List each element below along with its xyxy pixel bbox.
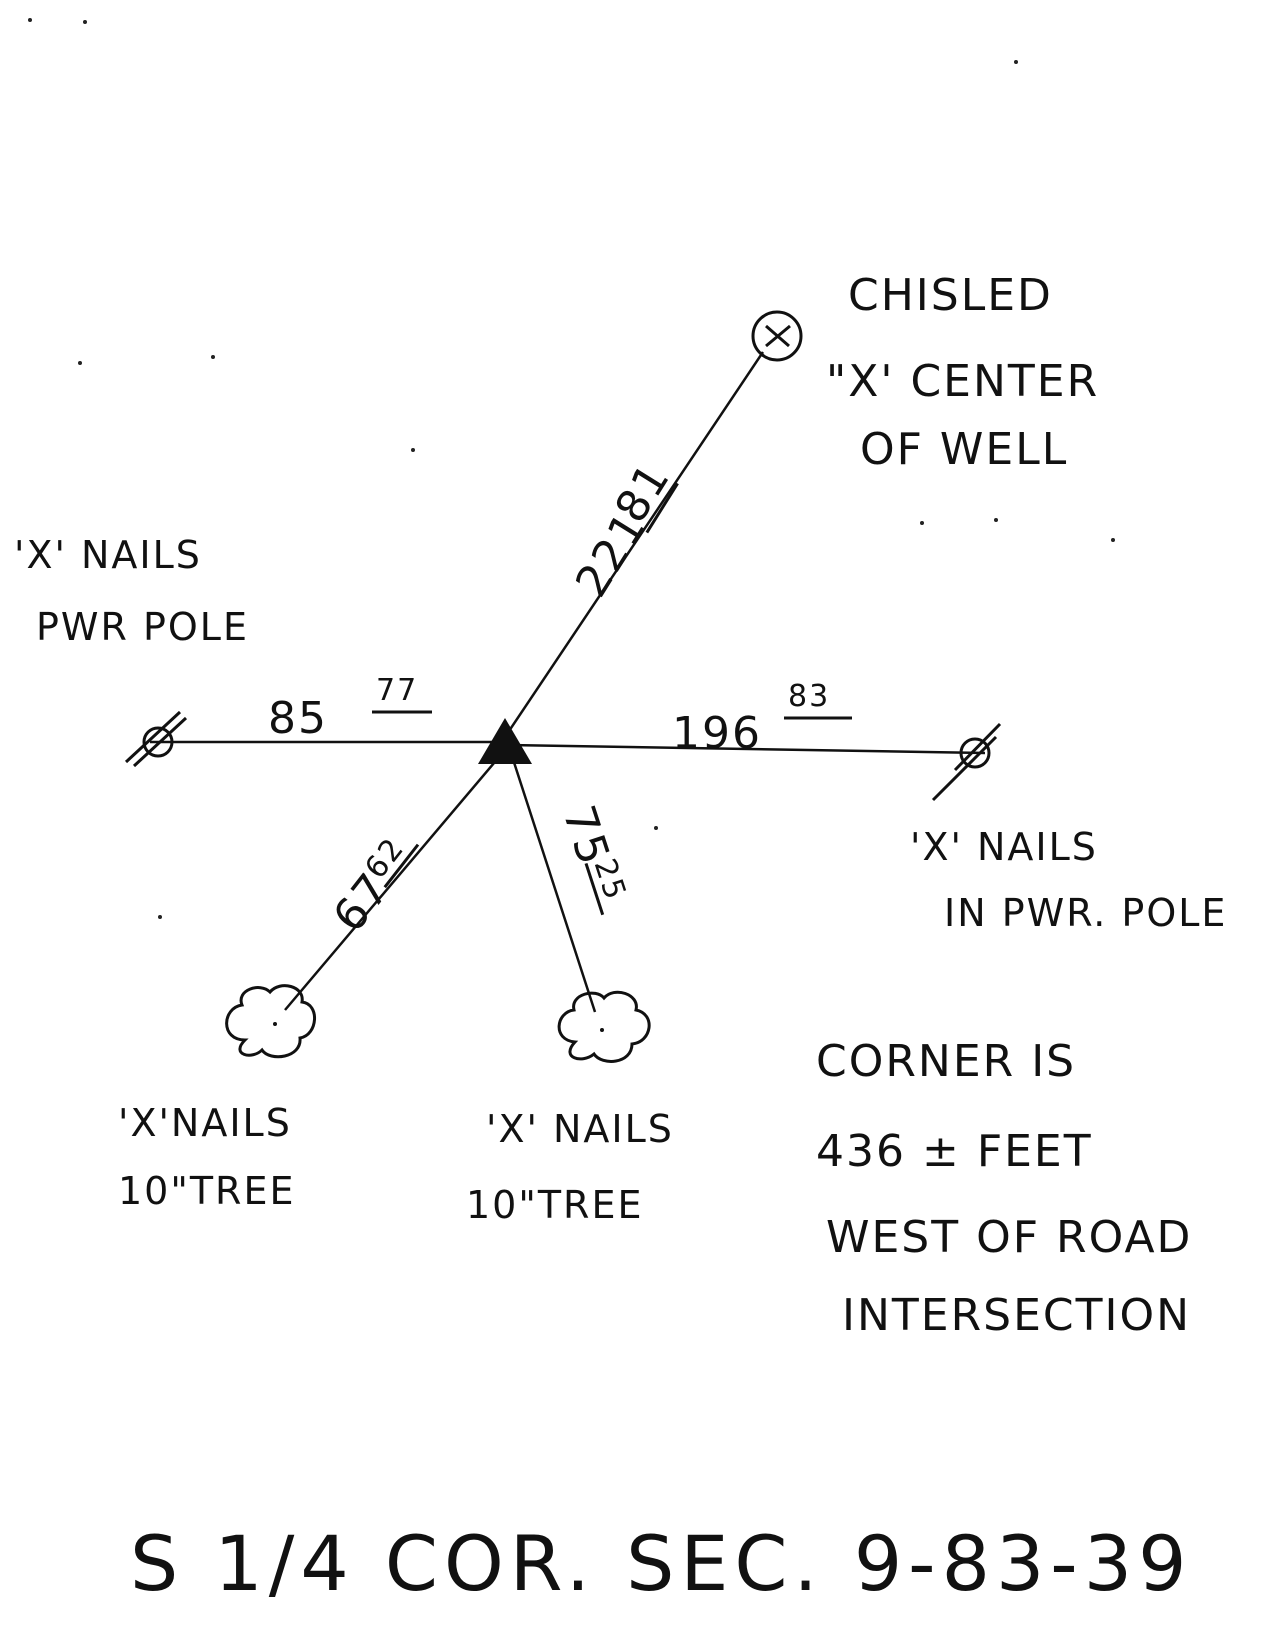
label-line: 10"TREE — [118, 1169, 295, 1213]
crossed-circle-icon — [931, 722, 1002, 802]
label-west-pole: 'X' NAILS PWR POLE — [14, 533, 249, 649]
label-tree-left: 'X'NAILS 10"TREE — [118, 1101, 295, 1213]
line-to-tree-right — [508, 749, 597, 1013]
distance-whole: 196 — [672, 708, 762, 759]
corner-note: CORNER IS 436 ± FEET WEST OF ROAD INTERS… — [816, 1036, 1192, 1341]
label-east-pole: 'X' NAILS IN PWR. POLE — [910, 825, 1227, 935]
tree-cloud-icon — [225, 984, 316, 1059]
label-line: 'X' NAILS — [14, 533, 202, 577]
distance-to-well: 221 81 — [566, 454, 680, 606]
line-to-east-pole — [504, 743, 986, 755]
label-line: WEST OF ROAD — [826, 1212, 1192, 1263]
label-line: IN PWR. POLE — [944, 891, 1227, 935]
circle-x-icon — [751, 310, 803, 362]
tree-cloud-icon — [557, 990, 651, 1063]
label-line: 'X'NAILS — [118, 1101, 292, 1145]
distance-fraction: 25 — [587, 854, 633, 905]
tie-lines — [150, 351, 986, 1013]
label-line: 'X' NAILS — [486, 1107, 674, 1151]
line-to-well — [503, 351, 765, 738]
label-line: CORNER IS — [816, 1036, 1076, 1087]
triangle-icon — [478, 718, 532, 764]
line-to-tree-left — [284, 749, 506, 1011]
label-line: CHISLED — [848, 270, 1053, 321]
distance-to-tree-right: 75 25 — [553, 800, 633, 916]
label-line: 10"TREE — [466, 1183, 643, 1227]
label-line: INTERSECTION — [842, 1290, 1191, 1341]
label-line: OF WELL — [860, 424, 1068, 475]
distance-fraction: 83 — [788, 679, 830, 714]
label-tree-right: 'X' NAILS 10"TREE — [466, 1107, 674, 1227]
distance-fraction: 77 — [376, 673, 418, 708]
distance-whole: 85 — [268, 693, 328, 744]
label-line: 436 ± FEET — [816, 1126, 1093, 1177]
distance-to-east-pole: 196 83 — [672, 679, 852, 759]
label-line: PWR POLE — [36, 605, 249, 649]
label-line: "X' CENTER — [826, 356, 1099, 407]
label-line: 'X' NAILS — [910, 825, 1098, 869]
label-well: CHISLED "X' CENTER OF WELL — [826, 270, 1099, 475]
crossed-circle-icon — [124, 710, 188, 768]
scan-specks — [28, 18, 1115, 919]
distance-to-tree-left: 67 62 — [323, 831, 420, 942]
page-title: S 1/4 COR. SEC. 9-83-39 — [130, 1519, 1192, 1608]
distance-to-west-pole: 85 77 — [268, 673, 432, 744]
